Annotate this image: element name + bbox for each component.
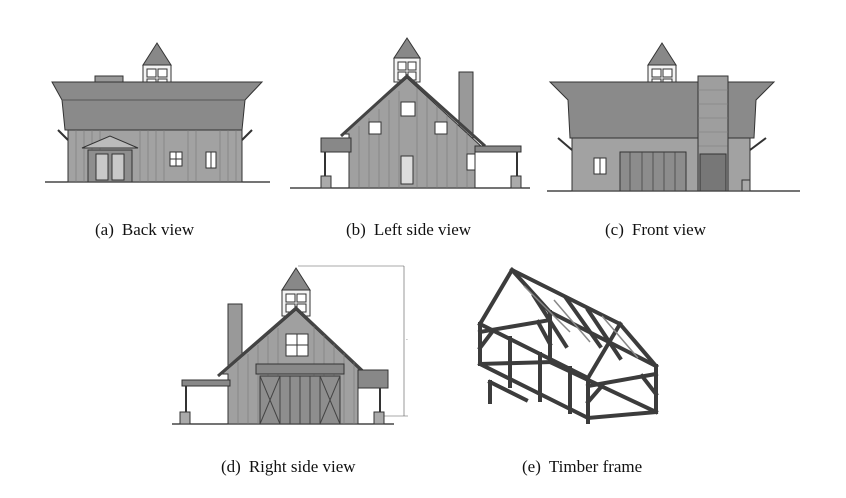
caption-text: Right side view bbox=[248, 457, 356, 476]
caption-timber-frame: (e) Timber frame bbox=[522, 457, 642, 477]
caption-tag: (d) bbox=[221, 457, 241, 476]
caption-text: Timber frame bbox=[548, 457, 643, 476]
caption-text: Left side view bbox=[373, 220, 472, 239]
svg-text:·: · bbox=[406, 337, 408, 344]
left-elevation-drawing-icon bbox=[290, 37, 530, 189]
caption-tag: (a) bbox=[95, 220, 114, 239]
left-side-view-figure bbox=[285, 36, 535, 192]
caption-back-view: (a) Back view bbox=[95, 220, 194, 240]
caption-tag: (e) bbox=[522, 457, 541, 476]
right-side-view-figure: · bbox=[168, 262, 418, 430]
caption-right-side-view: (d) Right side view bbox=[221, 457, 356, 477]
caption-left-side-view: (b) Left side view bbox=[346, 220, 471, 240]
timber-frame-figure bbox=[470, 262, 670, 432]
caption-text: Back view bbox=[121, 220, 195, 239]
front-elevation-drawing-icon bbox=[547, 42, 800, 192]
right-elevation-drawing-icon: · bbox=[172, 265, 408, 425]
caption-tag: (b) bbox=[346, 220, 366, 239]
caption-text: Front view bbox=[631, 220, 707, 239]
back-view-figure bbox=[40, 40, 280, 190]
caption-tag: (c) bbox=[605, 220, 624, 239]
caption-front-view: (c) Front view bbox=[605, 220, 706, 240]
back-elevation-drawing-icon bbox=[45, 42, 270, 183]
front-view-figure bbox=[542, 40, 804, 195]
timber-frame-isometric-icon bbox=[477, 267, 659, 424]
